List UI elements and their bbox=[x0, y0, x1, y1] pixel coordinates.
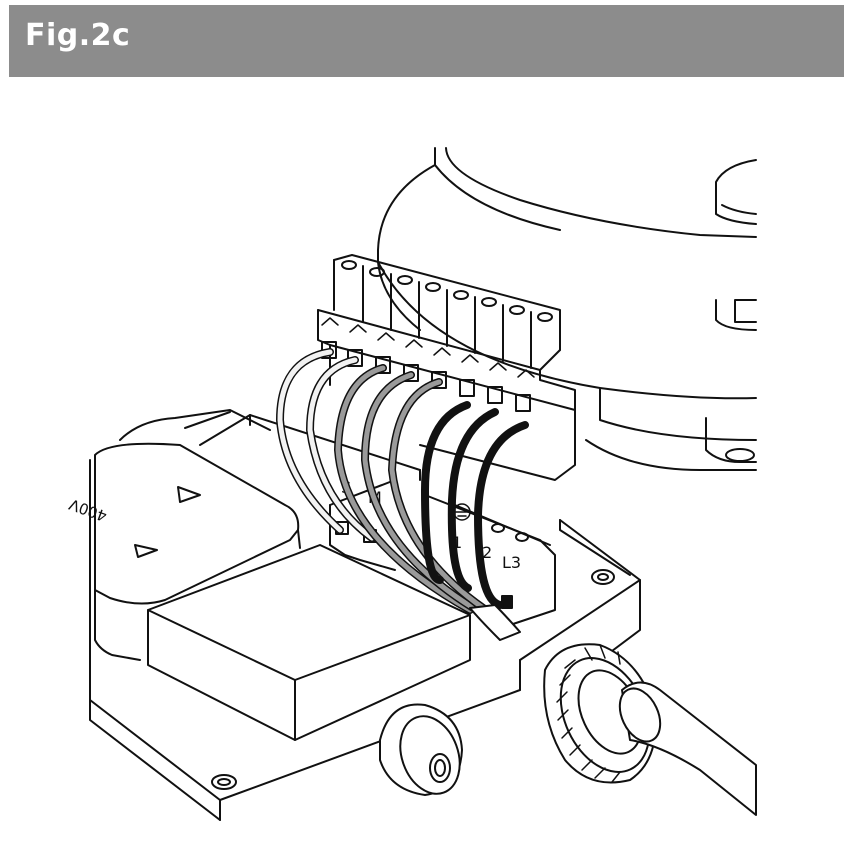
wire-bundle bbox=[276, 348, 529, 618]
wire-black-3 bbox=[474, 421, 529, 609]
wire-black-1 bbox=[421, 401, 471, 584]
mounting-boss bbox=[379, 703, 463, 796]
voltage-label: 400V bbox=[66, 495, 109, 525]
cable-sheath bbox=[469, 604, 521, 641]
terminal-dividers bbox=[362, 265, 532, 369]
terminal-label-l2: 2 bbox=[482, 543, 492, 562]
terminal-sockets bbox=[321, 341, 531, 412]
figure-header: Fig.2c bbox=[9, 5, 844, 77]
figure-title: Fig.2c bbox=[25, 18, 131, 53]
terminal-block bbox=[317, 254, 576, 481]
terminal-label-l3: L3 bbox=[502, 553, 521, 572]
capacitor-module bbox=[147, 544, 471, 741]
terminal-label-l1: 1 bbox=[452, 533, 462, 552]
triangle-arrow-icon bbox=[134, 486, 201, 558]
motor-housing bbox=[377, 147, 757, 471]
earth-ground-icon bbox=[453, 503, 471, 521]
junction-box-lid bbox=[94, 442, 301, 661]
outgoing-cable bbox=[618, 681, 757, 816]
terminal-latches bbox=[321, 317, 535, 378]
junction-box bbox=[89, 409, 641, 821]
terminal-screw-row bbox=[341, 260, 553, 322]
wire-black-2 bbox=[447, 408, 499, 592]
